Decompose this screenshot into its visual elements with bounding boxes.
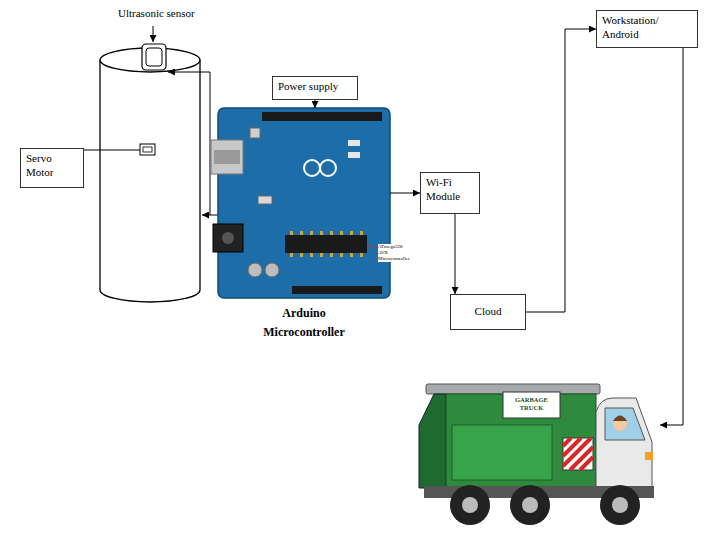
leader-line xyxy=(82,150,140,151)
leader-line xyxy=(82,26,153,150)
ultrasonic-sensor-symbol xyxy=(142,44,166,70)
ultrasonic-sensor-symbol xyxy=(146,48,162,66)
component-box: Power supply xyxy=(272,76,358,100)
chip-callout: ATmega328 AVR Microcontroller xyxy=(378,244,412,262)
arduino-board xyxy=(310,253,313,257)
garbage-truck xyxy=(600,485,640,525)
arduino-board xyxy=(213,224,243,252)
arduino-board xyxy=(248,263,262,277)
garbage-truck xyxy=(419,384,654,525)
arduino-board xyxy=(340,253,343,257)
garbage-truck xyxy=(596,398,652,495)
garbage-bin xyxy=(100,60,200,302)
truck-arrow xyxy=(660,46,683,425)
arduino-board xyxy=(290,231,363,257)
box-text: Servo Motor xyxy=(26,152,76,180)
garbage-truck xyxy=(452,425,552,480)
garbage-truck xyxy=(450,485,490,525)
connector-arrow xyxy=(455,214,456,294)
servo-motor-symbol xyxy=(140,144,155,155)
arduino-board xyxy=(348,140,360,146)
garbage-truck xyxy=(563,438,593,470)
arduino-board xyxy=(211,108,390,298)
arduino-board xyxy=(330,253,333,257)
arduino-board xyxy=(218,108,390,298)
garbage-truck xyxy=(522,497,538,513)
garbage-truck xyxy=(503,392,560,418)
component-box: Wi-Fi Module xyxy=(420,172,480,214)
garbage-truck xyxy=(563,438,593,470)
caption-holder: Arduino Microcontroller xyxy=(218,304,390,342)
arduino-board xyxy=(300,253,303,257)
box-text: Workstation/ Android xyxy=(602,14,672,42)
garbage-truck xyxy=(419,394,446,488)
arduino-board xyxy=(290,231,293,235)
leader-line xyxy=(153,26,154,42)
garbage-truck xyxy=(462,497,478,513)
garbage-truck xyxy=(613,416,627,422)
garbage-bin xyxy=(100,48,200,302)
chip-leader-line xyxy=(368,245,376,249)
arduino-board xyxy=(304,160,336,176)
microcontroller-board: Arduino Microcontroller xyxy=(218,108,390,298)
arduino-board xyxy=(310,231,313,235)
truck-sign-text: GARBAGE TRUCK xyxy=(505,396,558,412)
servo-motor-symbol xyxy=(140,144,155,155)
garbage-truck xyxy=(612,497,628,513)
arduino-board xyxy=(340,231,343,235)
arduino-board xyxy=(330,231,333,235)
garbage-truck xyxy=(446,394,596,488)
garbage-truck xyxy=(605,408,645,440)
arduino-board xyxy=(304,160,320,176)
arduino-board xyxy=(265,263,279,277)
control-arrow xyxy=(168,72,210,215)
component-box: Servo Motor xyxy=(20,148,84,188)
box-text: Power supply xyxy=(278,80,338,94)
arduino-board xyxy=(258,196,272,204)
arduino-board xyxy=(300,231,303,235)
arduino-board xyxy=(320,253,323,257)
arduino-board xyxy=(360,231,363,235)
arduino-board xyxy=(320,231,323,235)
garbage-truck xyxy=(645,452,653,460)
truck-arrow xyxy=(660,46,683,425)
part-label: Ultrasonic sensor xyxy=(118,7,238,20)
component-box: Workstation/ Android xyxy=(596,10,698,48)
arduino-board xyxy=(285,235,367,253)
arduino-board xyxy=(350,231,353,235)
connector-arrow xyxy=(526,29,596,312)
arduino-board xyxy=(350,253,353,257)
arduino-board xyxy=(262,112,382,121)
arduino-board xyxy=(214,150,240,164)
garbage-truck xyxy=(510,485,550,525)
arduino-board xyxy=(292,286,382,294)
connector-arrow xyxy=(390,193,420,194)
chip-leader-line xyxy=(368,245,376,249)
arduino-board xyxy=(211,140,243,174)
arduino-board xyxy=(290,253,293,257)
arduino-board xyxy=(360,253,363,257)
connector-arrow xyxy=(315,100,316,108)
box-text: Cloud xyxy=(475,305,502,319)
board-caption: Arduino Microcontroller xyxy=(254,304,354,342)
arduino-board xyxy=(320,160,336,176)
arduino-board xyxy=(222,232,234,244)
arduino-board xyxy=(250,128,260,138)
arduino-board xyxy=(348,152,360,158)
cloud-box: Cloud xyxy=(450,294,526,330)
box-text: Wi-Fi Module xyxy=(426,176,470,204)
ultrasonic-sensor-symbol xyxy=(142,44,166,70)
servo-motor-symbol xyxy=(143,147,152,152)
